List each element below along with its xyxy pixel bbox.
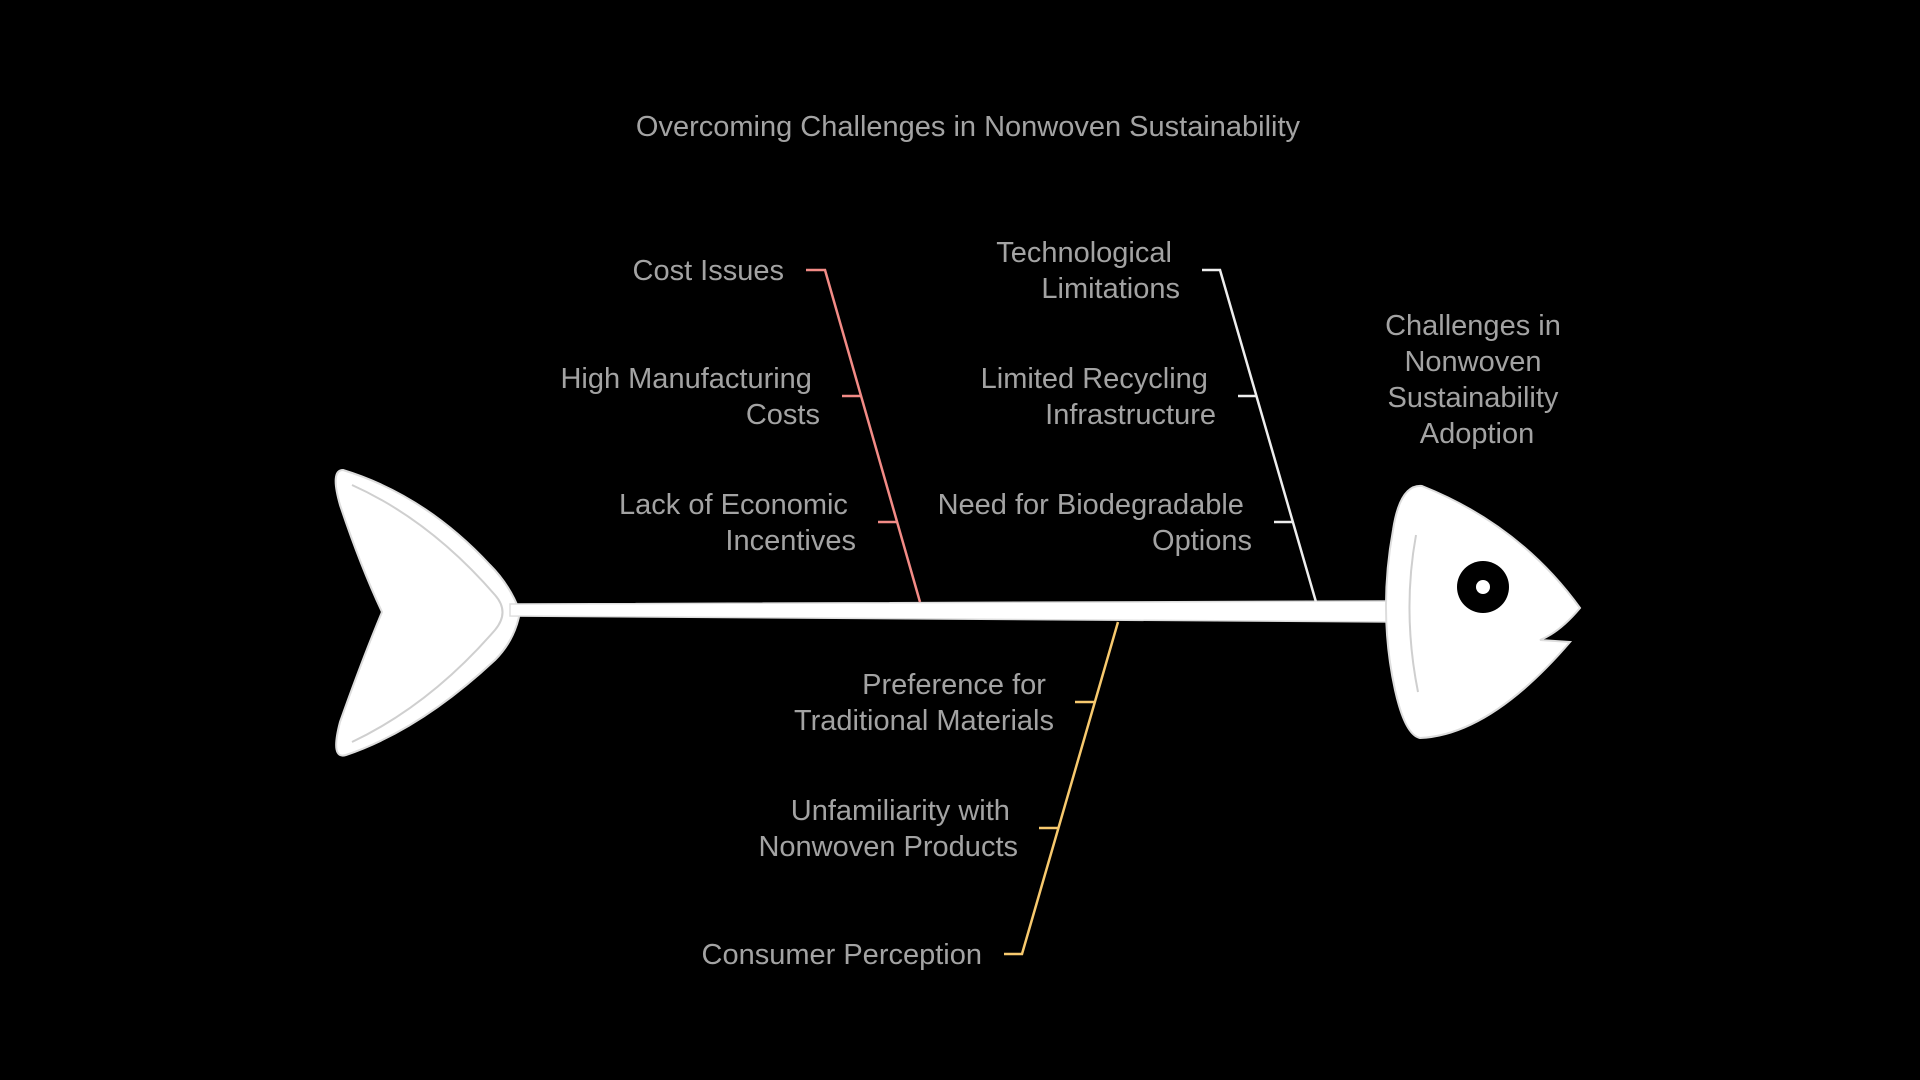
cause-label-lack-of-economic-incentives: Lack of Economic Incentives [619,489,856,557]
cause-label-need-for-biodegradable-options: Need for Biodegradable Options [938,489,1252,557]
category-label-technological-limitations: Technological Limitations [996,237,1180,305]
fish-head [1384,484,1582,740]
cause-label-limited-recycling-infrastructure: Limited Recycling Infrastructure [981,363,1216,431]
cause-label-preference-for-traditional-materials: Preference for Traditional Materials [794,669,1054,737]
diagram-title: Overcoming Challenges in Nonwoven Sustai… [636,111,1301,143]
category-label-cost-issues: Cost Issues [633,255,785,287]
category-label-consumer-perception: Consumer Perception [702,939,982,971]
cause-label-unfamiliarity-with-nonwoven-products: Unfamiliarity with Nonwoven Products [758,795,1018,863]
bone-technological-limitations [1202,268,1318,603]
fish-tail [334,468,522,757]
cause-label-high-manufacturing-costs: High Manufacturing Costs [560,363,820,431]
bone-cost-issues [806,268,922,603]
fish-spine [509,600,1393,623]
effect-label: Challenges in Nonwoven Sustainability Ad… [1385,310,1569,450]
bone-consumer-perception [1004,621,1120,956]
